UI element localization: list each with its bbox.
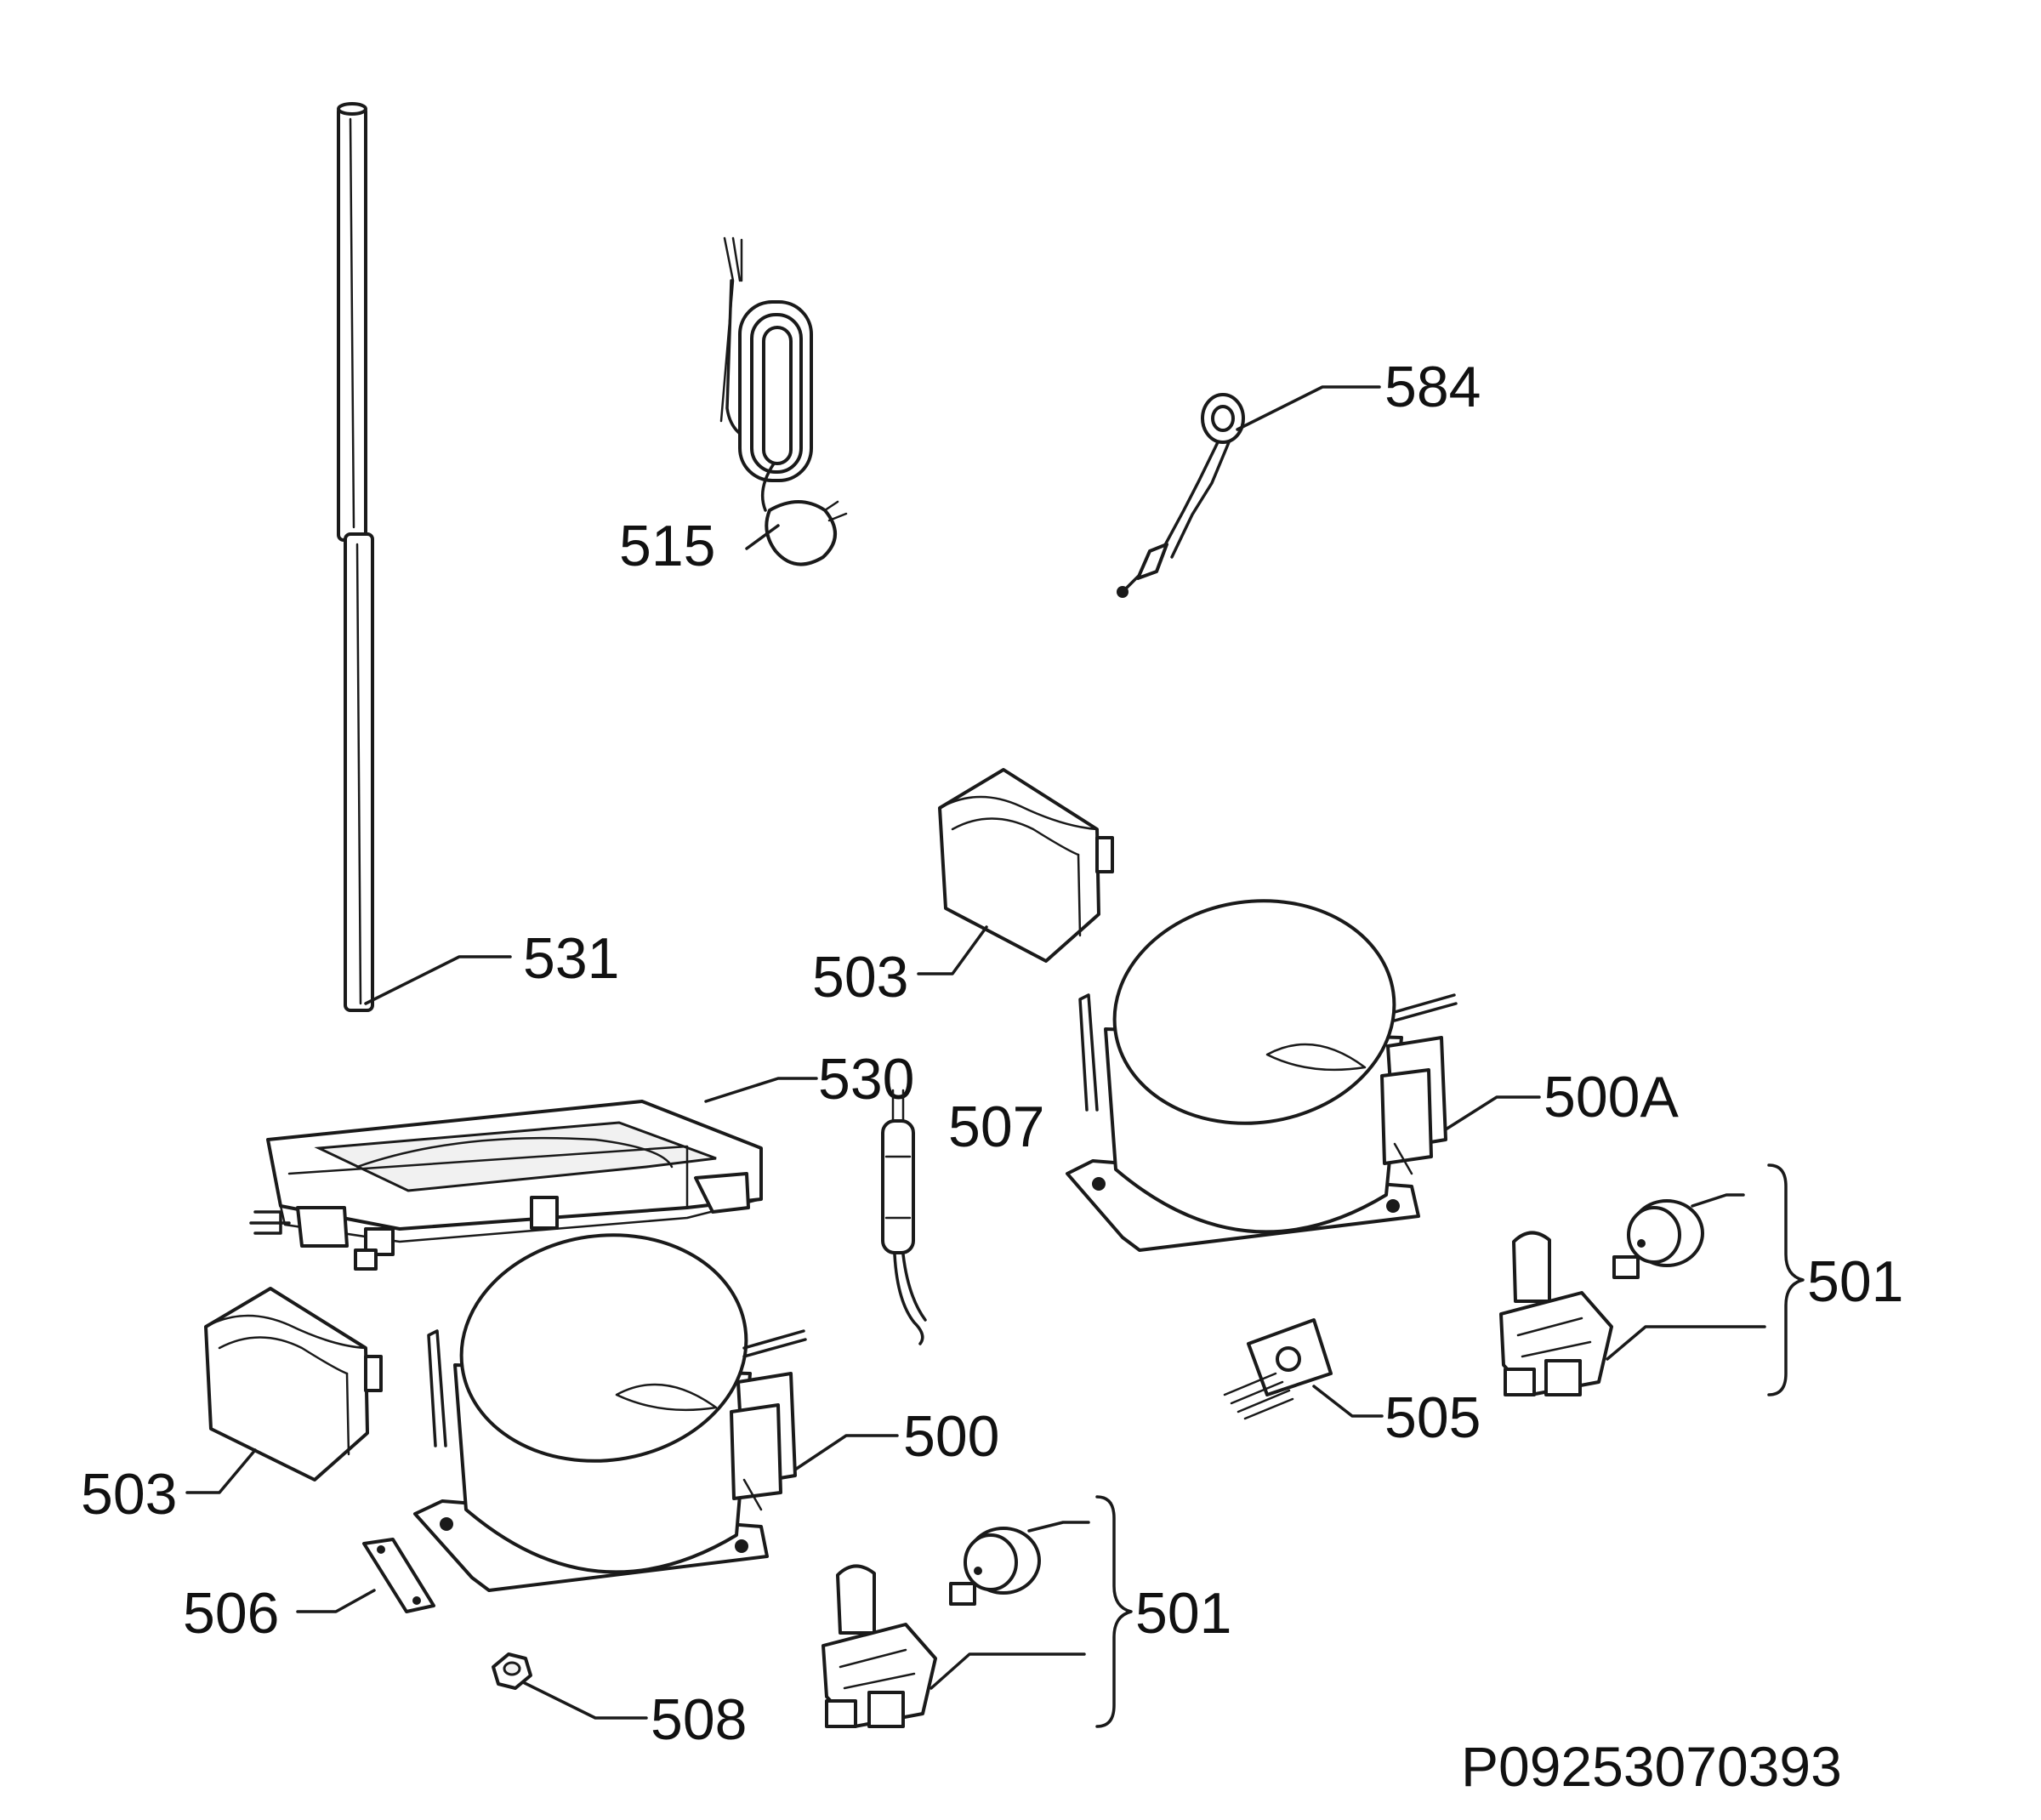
- leader-503-lower: [185, 1448, 257, 1494]
- bracket-501-lower: [1095, 1495, 1133, 1728]
- callout-503-lower: 503: [81, 1462, 177, 1527]
- callout-501-lower: 501: [1135, 1581, 1231, 1646]
- leader-505: [1312, 1385, 1384, 1418]
- callout-501-right: 501: [1807, 1249, 1903, 1314]
- leader-584: [1236, 385, 1381, 431]
- callout-584: 584: [1384, 355, 1481, 419]
- part-530-base-tray: [249, 1100, 763, 1271]
- leader-508: [521, 1681, 648, 1720]
- leader-501-lower: [930, 1521, 1090, 1690]
- leader-515: [745, 524, 780, 550]
- callout-505: 505: [1384, 1385, 1481, 1450]
- part-500-compressor: [413, 1233, 807, 1592]
- callout-531: 531: [523, 926, 619, 991]
- part-515-coil-heater: [719, 236, 848, 566]
- part-501-lower-relay: [822, 1527, 1041, 1728]
- callout-500: 500: [903, 1404, 999, 1469]
- part-503-lower-cover: [204, 1287, 383, 1482]
- part-501-right-relay: [1499, 1199, 1704, 1396]
- part-531-tube: [337, 102, 374, 1012]
- leader-506: [296, 1589, 376, 1613]
- leader-500A: [1444, 1095, 1541, 1131]
- part-508-nut: [492, 1652, 532, 1690]
- callout-506: 506: [183, 1581, 279, 1646]
- callout-508: 508: [651, 1687, 747, 1752]
- callout-500A: 500A: [1544, 1065, 1679, 1129]
- part-507-filter: [881, 1089, 927, 1345]
- bracket-501-right: [1767, 1163, 1805, 1396]
- leader-531: [364, 955, 512, 1005]
- leader-503-upper: [917, 925, 988, 975]
- leader-501-right: [1606, 1193, 1766, 1361]
- callout-507: 507: [948, 1095, 1044, 1159]
- part-503-upper-cover: [938, 768, 1114, 963]
- callout-515: 515: [619, 514, 715, 578]
- callout-530: 530: [818, 1047, 914, 1112]
- leader-500: [793, 1434, 899, 1471]
- part-505-clip: [1223, 1318, 1333, 1420]
- leader-530: [704, 1077, 818, 1103]
- drawing-code: P09253070393: [1461, 1735, 1842, 1798]
- callout-503-upper: 503: [812, 945, 908, 1010]
- part-506-plate: [362, 1538, 435, 1613]
- part-584-sensor: [1117, 393, 1245, 598]
- part-500A-compressor: [1066, 899, 1458, 1252]
